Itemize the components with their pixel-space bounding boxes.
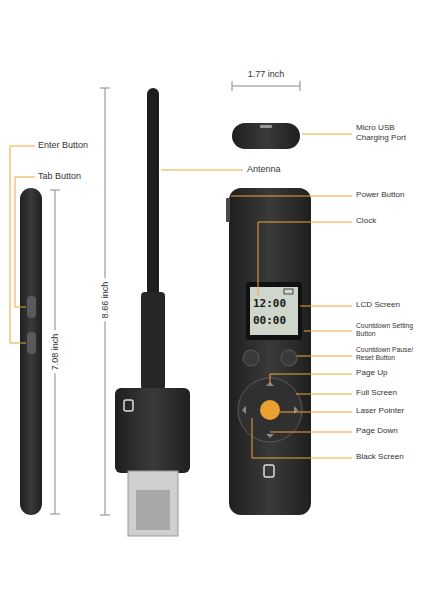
- part-label: Tab Button: [38, 171, 118, 182]
- countdown-pause-button: [281, 350, 297, 366]
- logo: [124, 400, 133, 411]
- part-label: LCD Screen: [356, 300, 422, 310]
- part-label: Countdown Setting Button: [356, 322, 422, 338]
- lcd-bezel: [246, 282, 302, 340]
- part-label: Enter Button: [38, 140, 118, 151]
- part-label: Micro USB Charging Port: [356, 123, 422, 142]
- part-label: Laser Pointer: [356, 406, 422, 416]
- lcd-screen: [250, 287, 298, 335]
- tab-button: [27, 296, 36, 318]
- receiver-body: [115, 388, 190, 473]
- pad-arrows: [242, 382, 298, 438]
- part-label: Page Down: [356, 426, 422, 436]
- dimension-label: 7.08 inch: [49, 331, 62, 374]
- part-label: Clock: [356, 216, 422, 226]
- antenna-hinge: [141, 292, 165, 390]
- part-label: Full Screen: [356, 388, 422, 398]
- logo: [264, 465, 274, 477]
- leader-lines: [10, 134, 352, 458]
- laser-button: [260, 400, 280, 420]
- lcd-digits: 00:00: [253, 315, 286, 326]
- countdown-setting-button: [243, 350, 259, 366]
- antenna: [147, 88, 159, 303]
- remote-front: [229, 188, 311, 515]
- usb-plug: [128, 471, 178, 536]
- part-label: Black Screen: [356, 452, 422, 462]
- dimension-label: 1.77 inch: [245, 68, 288, 81]
- power-button: [226, 198, 230, 222]
- dimension-line: [232, 81, 300, 91]
- lcd-digits: 12:00: [253, 298, 286, 309]
- battery-icon: [284, 289, 293, 294]
- usb-plug-inner: [136, 490, 170, 530]
- usb-port: [260, 125, 272, 128]
- part-label: Countdown Pause/ Reset Button: [356, 346, 422, 362]
- remote-side: [20, 188, 42, 515]
- dimension-label: 8.66 inch: [99, 279, 112, 322]
- remote-top: [232, 123, 300, 149]
- part-label: Page Up: [356, 368, 422, 378]
- part-label: Antenna: [247, 164, 307, 175]
- enter-button: [27, 332, 36, 354]
- part-label: Power Button: [356, 190, 422, 200]
